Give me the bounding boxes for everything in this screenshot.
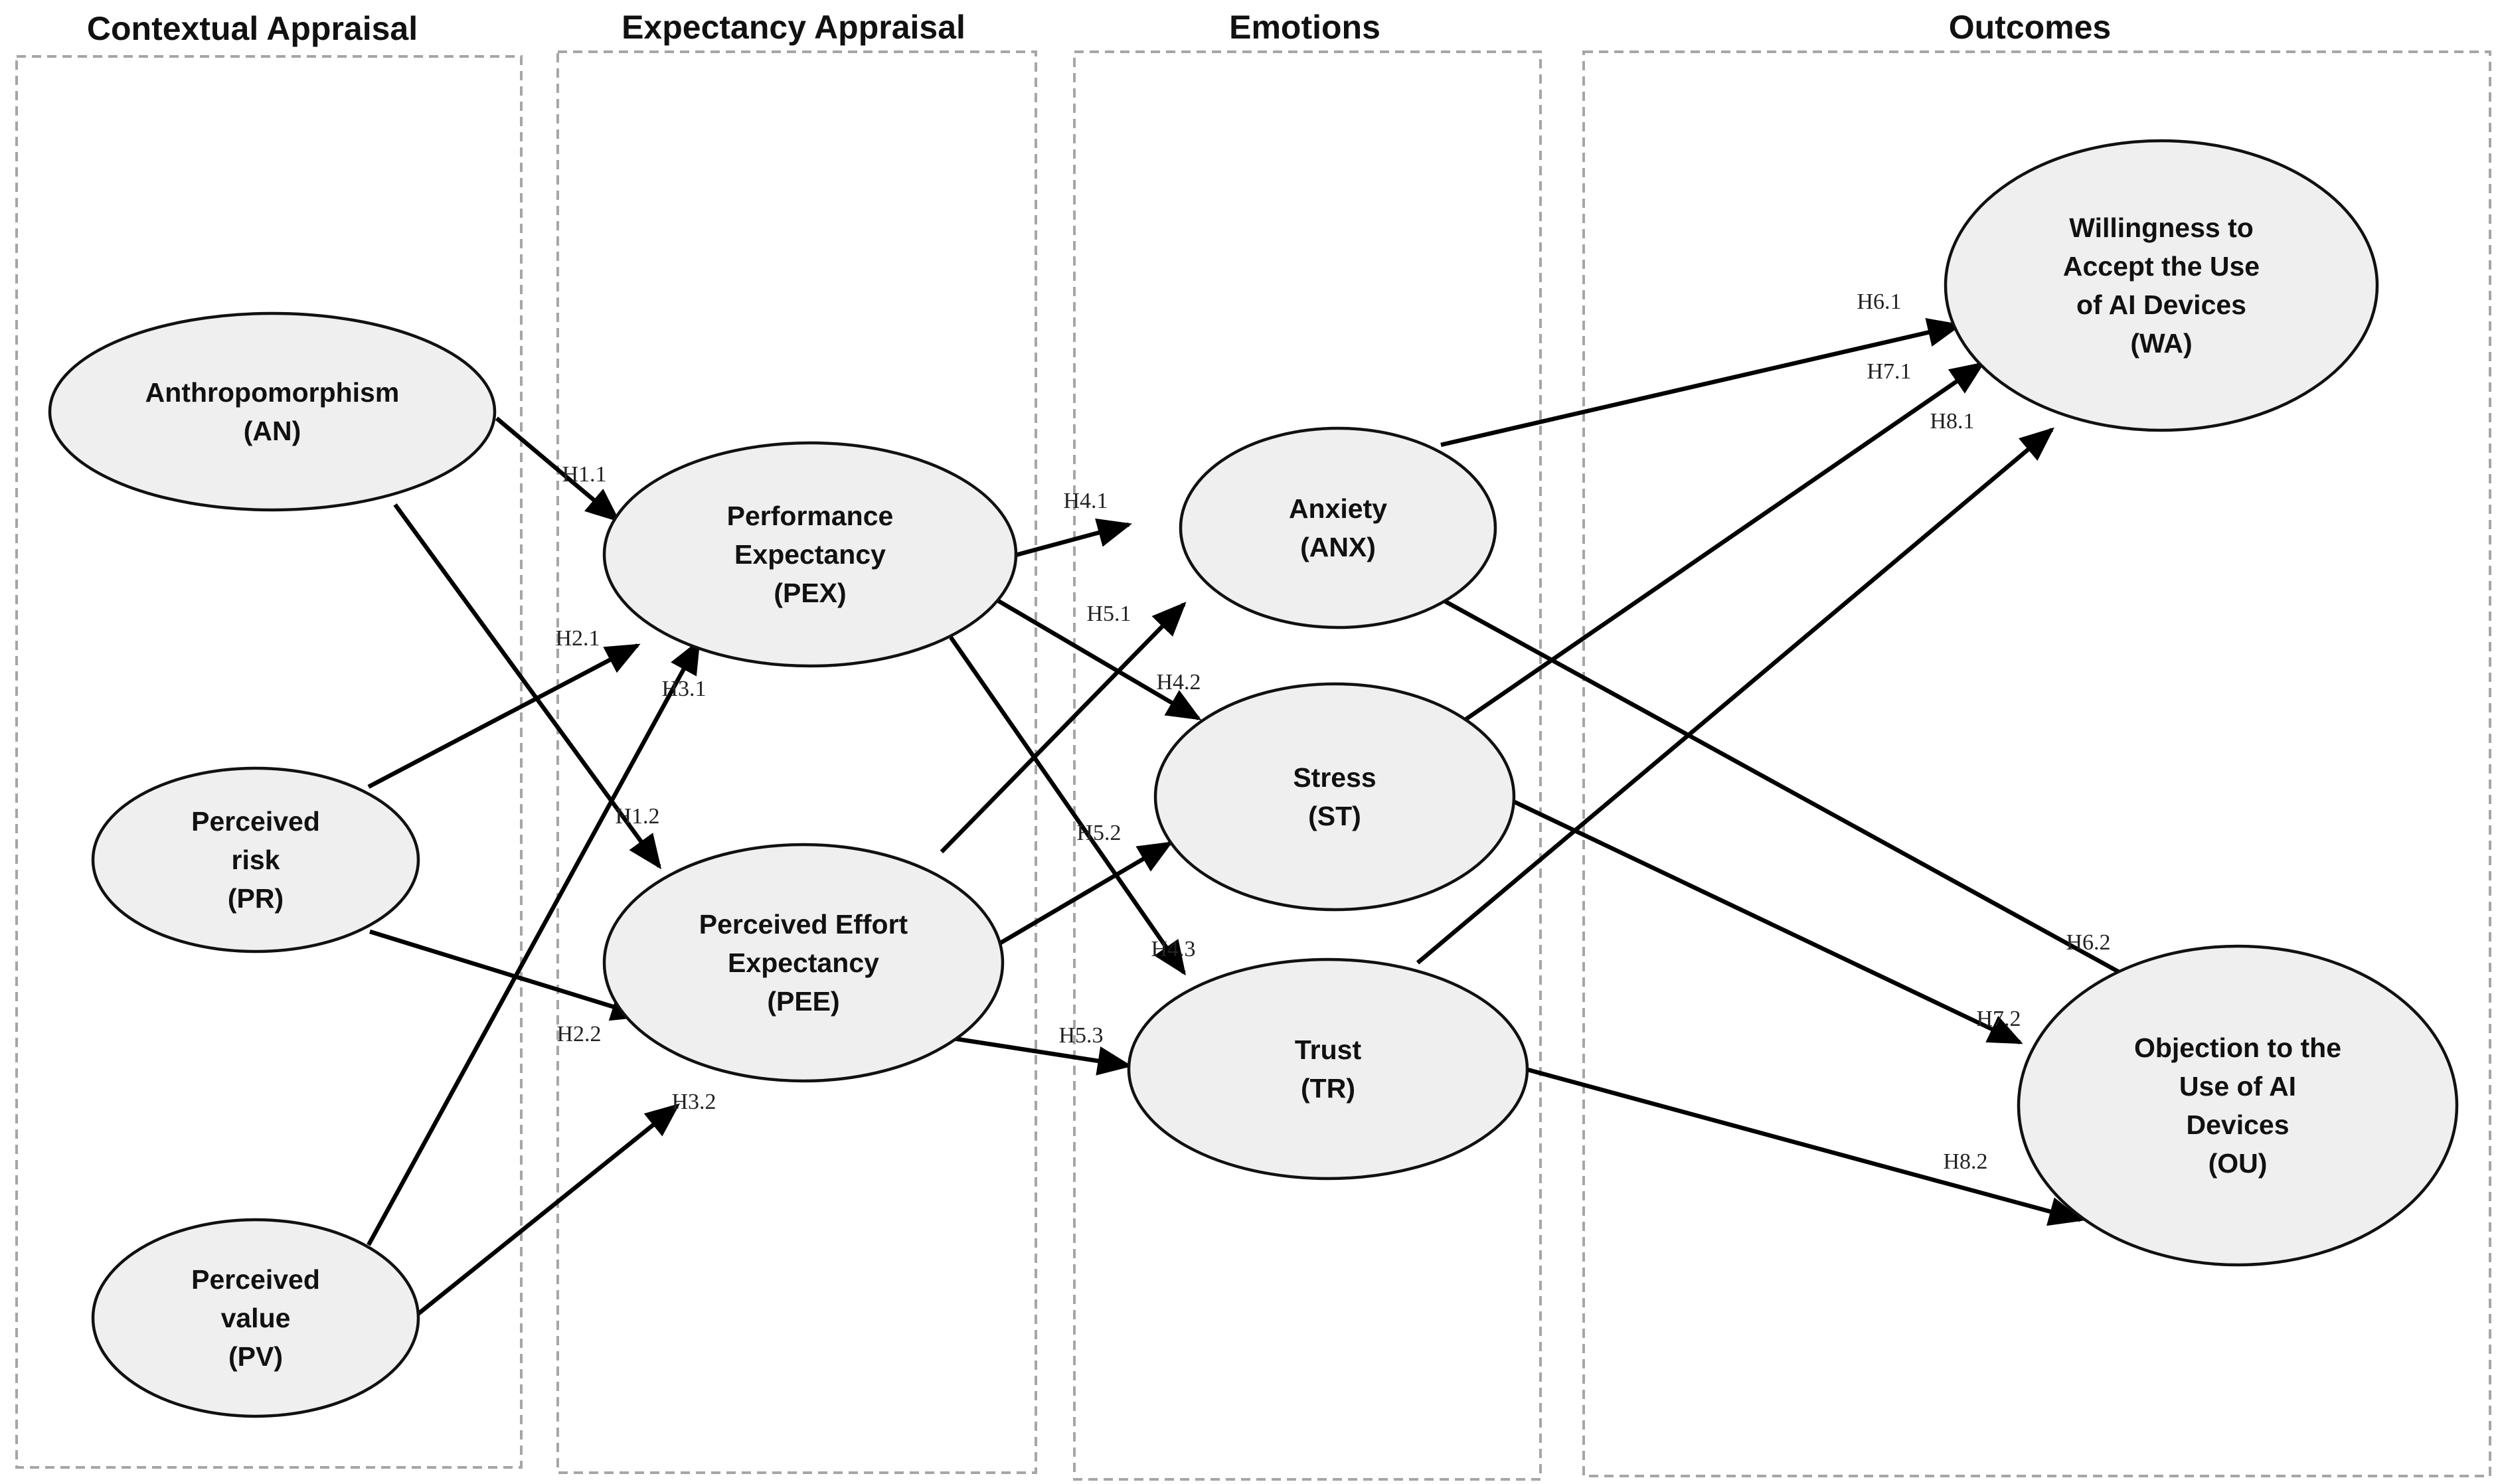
contextual-group-box (15, 55, 523, 1469)
outcomes-column-title: Outcomes (1949, 9, 2112, 46)
construct-ellipse-anx (1179, 426, 1497, 629)
construct-ellipse-wa (1944, 139, 2379, 432)
hypothesis-label-h5-2: H5.2 (1076, 821, 1121, 845)
arrow-pee-to-tr (936, 1033, 1133, 1076)
construct-label-line: value (221, 1303, 291, 1333)
emotions-column-title: Emotions (1229, 9, 1380, 46)
construct-label-line: (WA) (2130, 328, 2192, 359)
construct-label-line: (TR) (1301, 1073, 1355, 1104)
construct-label-line: (ST) (1308, 801, 1361, 831)
construct-label-line: Willingness to (2069, 212, 2254, 243)
arrow-pex-to-tr (949, 636, 1186, 976)
construct-label-line: Expectancy (734, 539, 886, 570)
construct-label-line: (AN) (244, 416, 301, 446)
construct-label-line: Anxiety (1289, 493, 1387, 524)
arrow-pex-to-anx (1010, 518, 1133, 559)
arrow-pee-to-anx (940, 602, 1187, 854)
construct-label-line: Expectancy (728, 948, 879, 978)
construct-label-line: (PV) (228, 1341, 283, 1372)
construct-label-line: (PEE) (767, 986, 839, 1017)
construct-label-line: (OU) (2208, 1148, 2268, 1179)
arrow-an-to-pee (393, 503, 662, 870)
arrow-pee-to-st (991, 841, 1173, 949)
contextual-column-title: Contextual Appraisal (87, 10, 418, 47)
arrow-pr-to-pex (367, 643, 641, 789)
expectancy-column-title: Expectancy Appraisal (622, 9, 965, 46)
arrow-pv-to-pee (411, 1103, 681, 1320)
hypothesis-label-h7-1: H7.1 (1867, 359, 1911, 384)
construct-label-line: Trust (1295, 1034, 1362, 1065)
construct-ellipse-an (48, 311, 497, 512)
emotions-group-box (1073, 50, 1542, 1481)
construct-ellipse-pex (602, 441, 1018, 668)
arrow-pex-to-st (991, 596, 1202, 720)
construct-node-an: Anthropomorphism (AN) (48, 311, 497, 512)
hypothesis-label-h3-2: H3.2 (671, 1090, 716, 1114)
hypothesis-label-h4-3: H4.3 (1151, 937, 1195, 961)
construct-label-line: Accept the Use (2063, 251, 2260, 282)
outcomes-group-box (1582, 50, 2491, 1477)
construct-ellipse-tr (1127, 957, 1529, 1181)
hypothesis-label-h7-2: H7.2 (1976, 1007, 2021, 1031)
hypothesis-label-h1-1: H1.1 (562, 462, 606, 487)
hypothesis-label-h4-1: H4.1 (1063, 489, 1108, 513)
construct-label-line: Performance (727, 501, 894, 531)
construct-ellipse-pr (91, 766, 420, 953)
hypothesis-label-h8-2: H8.2 (1943, 1149, 1987, 1174)
construct-node-tr: Trust (TR) (1127, 957, 1529, 1181)
arrow-anx-to-wa (1440, 317, 1963, 448)
construct-label-line: risk (232, 845, 280, 875)
hypothesis-label-h5-1: H5.1 (1086, 602, 1131, 626)
arrow-tr-to-wa (1416, 427, 2054, 965)
hypothesis-label-h6-1: H6.1 (1857, 289, 1901, 314)
arrow-anx-to-ou (1443, 599, 2166, 998)
construct-label-line: Use of AI (2179, 1071, 2296, 1102)
hypothesis-label-h2-2: H2.2 (556, 1022, 601, 1046)
arrow-pv-to-pex (367, 639, 701, 1246)
construct-node-wa: Willingness to Accept the Use of AI Device… (1944, 139, 2379, 432)
construct-label-line: Perceived Effort (699, 909, 908, 940)
construct-ellipse-st (1153, 682, 1516, 912)
construct-node-pr: Perceived risk (PR) (91, 766, 420, 953)
construct-label-line: Stress (1293, 762, 1376, 793)
expectancy-group-box (556, 50, 1037, 1474)
construct-label-line: Perceived (191, 1264, 320, 1295)
construct-label-line: (ANX) (1300, 532, 1376, 562)
construct-label-line: Devices (2186, 1110, 2289, 1140)
hypothesis-label-h6-2: H6.2 (2066, 930, 2110, 955)
construct-node-st: Stress (ST) (1153, 682, 1516, 912)
arrow-tr-to-ou (1525, 1066, 2084, 1226)
hypothesis-label-h3-1: H3.1 (661, 677, 706, 701)
construct-label-line: of AI Devices (2076, 289, 2246, 320)
construct-node-anx: Anxiety (ANX) (1179, 426, 1497, 629)
construct-ellipse-pv (91, 1218, 420, 1418)
hypothesis-label-h8-1: H8.1 (1930, 409, 1974, 434)
construct-label-line: (PEX) (774, 578, 846, 608)
construct-node-pv: Perceived value (PV) (91, 1218, 420, 1418)
construct-ellipse-pee (602, 843, 1005, 1083)
arrow-an-to-pex (495, 416, 620, 523)
hypothesis-label-h1-2: H1.2 (615, 804, 659, 829)
hypothesis-label-h2-1: H2.1 (555, 626, 600, 651)
construct-label-line: Perceived (191, 806, 320, 837)
hypothesis-label-h4-2: H4.2 (1156, 670, 1201, 695)
arrow-st-to-wa (1463, 362, 1985, 722)
hypothesis-label-h5-3: H5.3 (1058, 1023, 1103, 1048)
arrow-pr-to-pee (369, 929, 646, 1021)
construct-label-line: (PR) (228, 883, 284, 914)
arrow-st-to-ou (1509, 798, 2023, 1044)
construct-ellipse-ou (2017, 944, 2459, 1267)
construct-label-line: Objection to the (2134, 1032, 2341, 1063)
construct-label-line: Anthropomorphism (145, 377, 400, 408)
